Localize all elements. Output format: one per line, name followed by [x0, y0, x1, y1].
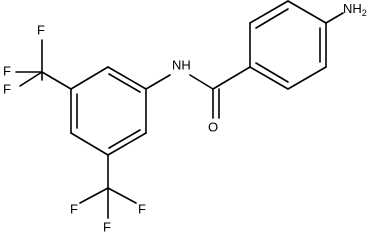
bond: [249, 66, 289, 90]
amide-linkage: NH O: [145, 57, 251, 134]
fluorine-label: F: [138, 201, 146, 216]
lower-cf3-group: F F F: [70, 154, 146, 234]
bond: [107, 132, 147, 156]
bond: [70, 66, 109, 90]
fluorine-label: F: [3, 63, 11, 78]
bond: [249, 0, 289, 24]
bond: [107, 66, 147, 90]
double-bond-inner: [108, 129, 141, 149]
double-bond-inner: [255, 62, 289, 83]
upper-cf3-group: F F F: [3, 22, 72, 96]
amino-n-label: NH2: [343, 1, 367, 18]
bond: [70, 132, 109, 156]
bond: [145, 74, 171, 90]
fluorine-label: F: [37, 22, 45, 37]
bond: [287, 66, 327, 90]
bond: [287, 0, 327, 24]
bond: [212, 66, 251, 90]
bond: [41, 71, 72, 90]
bond: [325, 12, 344, 24]
fluorine-label: F: [3, 81, 11, 96]
carbonyl-oxygen-label: O: [208, 119, 218, 134]
fluorine-label: F: [103, 219, 111, 234]
bond: [79, 187, 109, 204]
double-bond-inner: [255, 8, 289, 29]
amino-group: NH2: [325, 1, 367, 24]
double-bond-inner: [108, 73, 141, 93]
left-benzene-ring: [70, 66, 147, 156]
bond: [19, 71, 43, 87]
fluorine-label: F: [70, 201, 78, 216]
bond: [189, 74, 214, 90]
bond: [107, 187, 137, 204]
amide-nh-label: NH: [172, 57, 191, 72]
right-benzene-ring: [249, 0, 327, 90]
